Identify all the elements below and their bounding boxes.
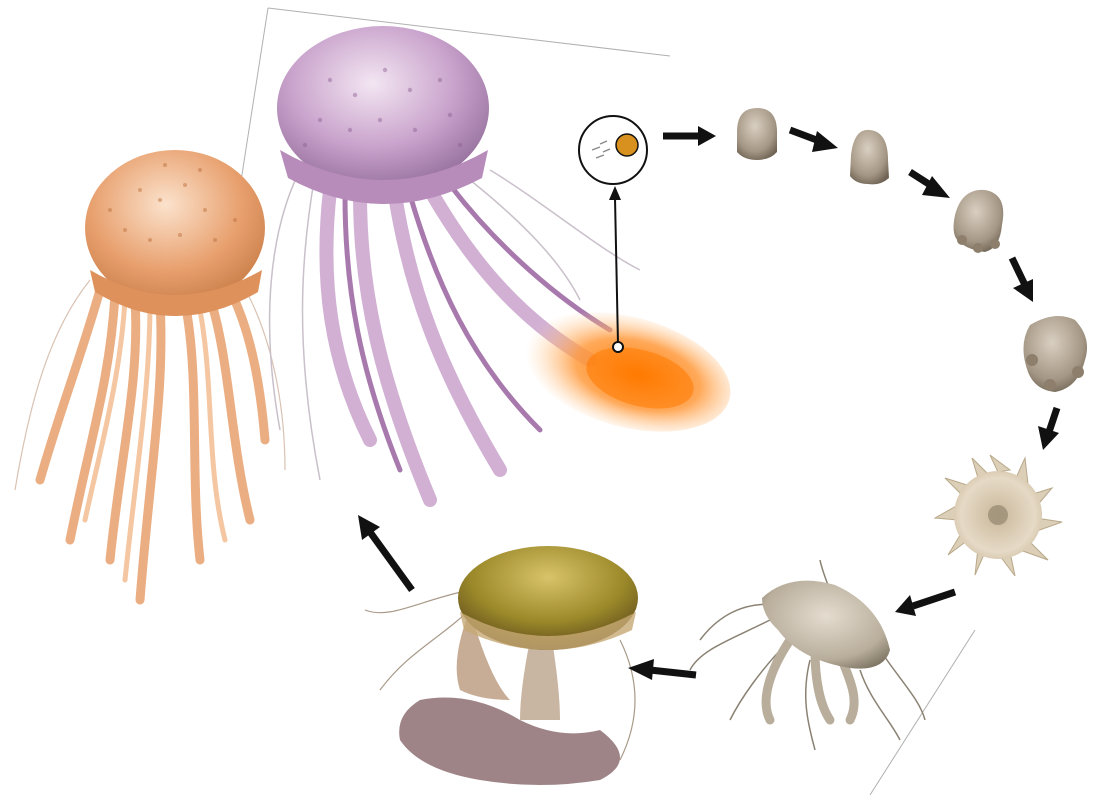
embryo-icon [737, 108, 777, 160]
mauve-jellyfish-icon [270, 26, 640, 500]
arrow-6 [895, 592, 955, 616]
egg-cloud-icon [512, 292, 743, 453]
arrow-2 [790, 130, 838, 152]
arrow-3 [910, 172, 950, 198]
zygote-circle-icon [579, 116, 647, 184]
arrow-4 [1012, 258, 1033, 302]
embryo-icon [850, 130, 889, 185]
orange-jellyfish-icon [15, 150, 285, 600]
arrow-1 [663, 126, 716, 146]
arrow-8 [358, 515, 412, 590]
ephyra-icon [935, 455, 1062, 576]
lobed-larva-icon [1023, 316, 1087, 392]
arrow-5 [1038, 408, 1059, 450]
arrow-7 [628, 659, 696, 680]
juvenile-medusa-icon [690, 560, 925, 750]
lobed-larva-icon [954, 190, 1004, 253]
